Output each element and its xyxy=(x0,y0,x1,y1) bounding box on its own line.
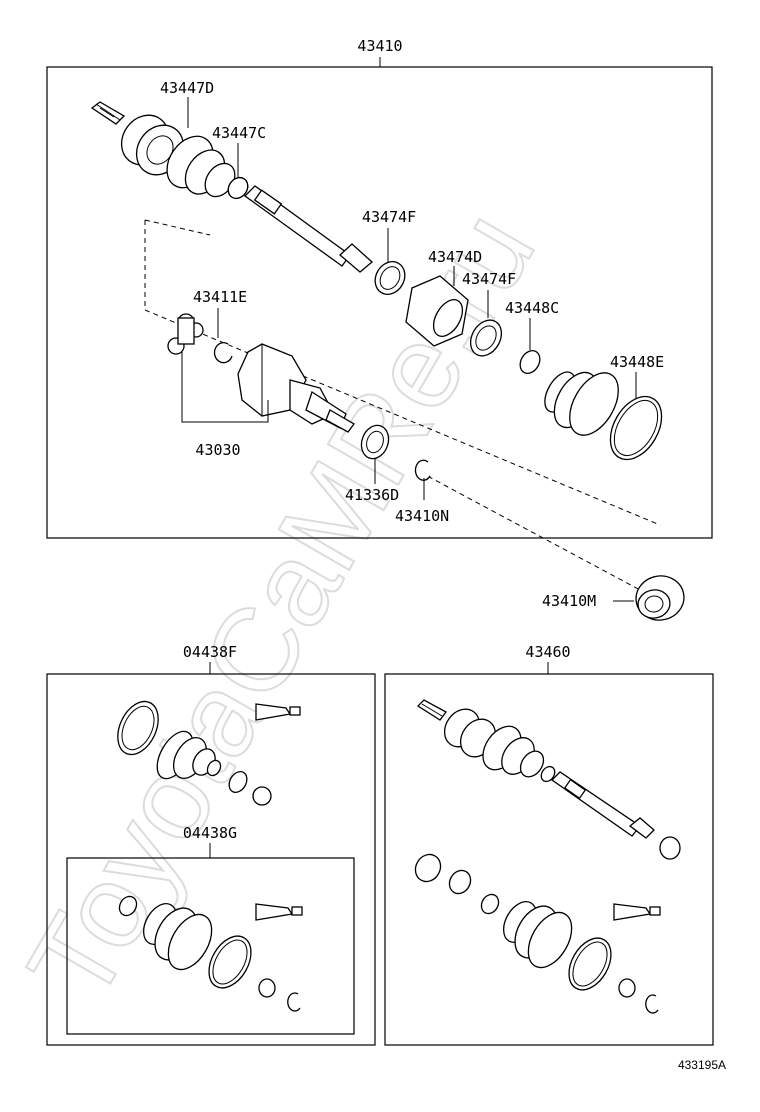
clamp-icon xyxy=(414,836,681,915)
callout-43447C: 43447C xyxy=(212,124,266,142)
clamp-icon xyxy=(208,935,276,998)
boot-icon xyxy=(405,275,469,347)
clamp-icon xyxy=(117,700,159,756)
kit-label-inner: 04438G xyxy=(183,824,237,842)
kit-frame-inner xyxy=(66,857,355,1035)
clamp-icon xyxy=(609,395,663,461)
callout-43410M: 43410M xyxy=(542,592,596,610)
clamp-icon xyxy=(568,937,636,998)
callout-43448E: 43448E xyxy=(610,353,664,371)
callout-43410N: 43410N xyxy=(395,507,449,525)
callout-43474F-a: 43474F xyxy=(362,208,416,226)
tripod-joint-icon xyxy=(167,313,204,355)
boot-icon xyxy=(544,371,619,436)
snap-ring-icon xyxy=(213,342,233,364)
clamp-icon xyxy=(228,771,272,806)
figure-code: 433195A xyxy=(678,1058,726,1072)
clamp-icon xyxy=(374,261,406,295)
assembly-label-rh: 43460 xyxy=(525,643,570,661)
grease-tube-icon xyxy=(613,903,661,921)
bearing-icon xyxy=(635,575,685,621)
callout-43030: 43030 xyxy=(195,441,240,459)
boot-icon xyxy=(502,901,573,969)
assembly-frame-rh xyxy=(384,673,714,1046)
callout-43448C: 43448C xyxy=(505,299,559,317)
snap-ring-icon xyxy=(645,994,659,1014)
seal-icon xyxy=(360,424,390,460)
callout-43447D: 43447D xyxy=(160,79,214,97)
inner-joint-icon xyxy=(237,343,355,433)
callout-43474D: 43474D xyxy=(428,248,482,266)
clamp-icon xyxy=(227,176,249,200)
boot-icon xyxy=(142,903,213,971)
snap-ring-icon xyxy=(287,992,301,1012)
clamp-icon xyxy=(469,319,503,357)
axle-shaft-icon xyxy=(416,699,655,839)
callout-43474F-b: 43474F xyxy=(462,270,516,288)
clamp-icon xyxy=(519,350,541,374)
kit-frame-outer xyxy=(46,673,376,1046)
kit-label-outer: 04438F xyxy=(183,643,237,661)
assembly-label-main: 43410 xyxy=(357,37,402,55)
boot-icon xyxy=(156,730,222,780)
callout-41336D: 41336D xyxy=(345,486,399,504)
clamp-icon xyxy=(118,895,138,917)
grease-tube-icon xyxy=(255,903,303,921)
snap-ring-icon xyxy=(414,459,431,481)
watermark-text: ToyotaCaMRe.ru xyxy=(3,190,560,1023)
grease-tube-icon xyxy=(255,703,301,721)
callout-43411E: 43411E xyxy=(193,288,247,306)
